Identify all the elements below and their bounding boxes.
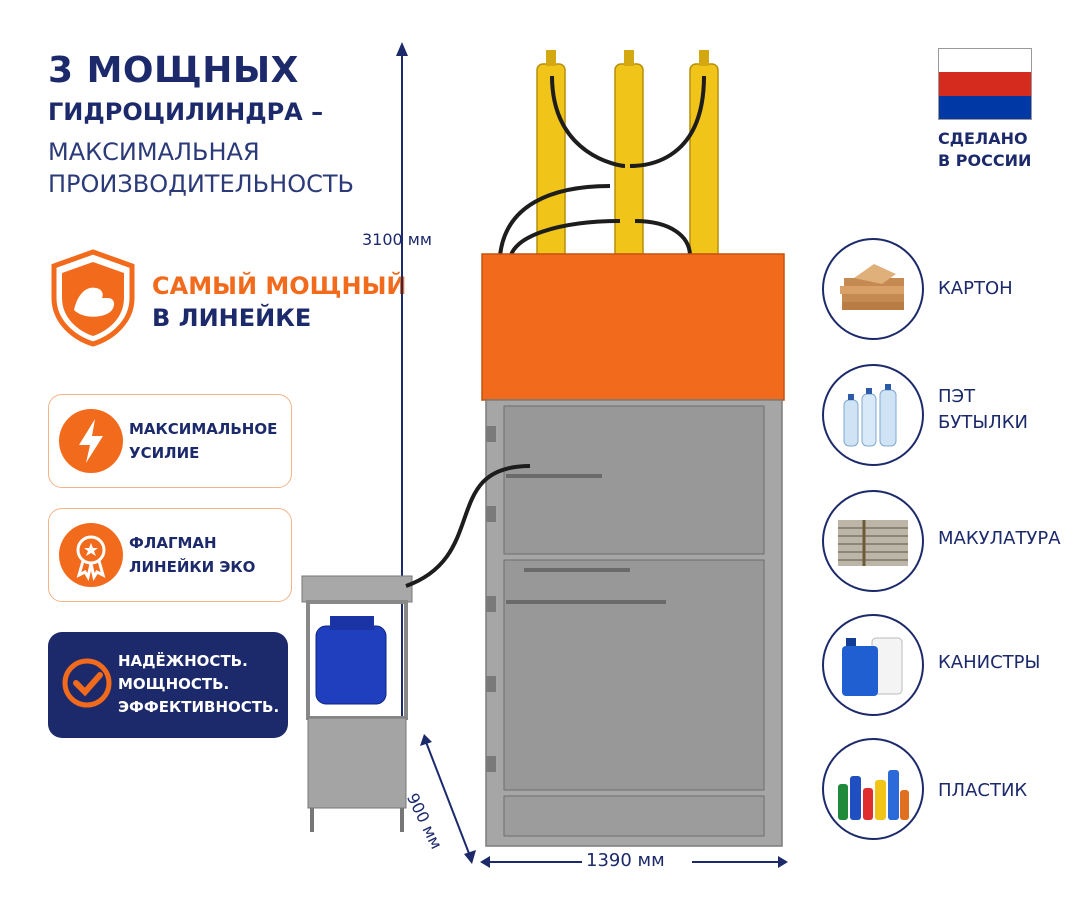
dimension-width: 1390 мм	[586, 850, 665, 871]
made-in-russia: СДЕЛАНО В РОССИИ	[938, 128, 1031, 172]
headline-line4: ПРОИЗВОДИТЕЛЬНОСТЬ	[48, 170, 354, 198]
made-in-line1: СДЕЛАНО	[938, 129, 1028, 148]
highlight-card: НАДЁЖНОСТЬ. МОЩНОСТЬ. ЭФФЕКТИВНОСТЬ.	[48, 632, 288, 738]
feature-card-line1: ФЛАГМАН	[129, 534, 217, 552]
feature-card-flagship: ФЛАГМАН ЛИНЕЙКИ ЭКО	[48, 508, 292, 602]
highlight-line2: МОЩНОСТЬ.	[118, 675, 230, 693]
material-label-waste-paper: МАКУЛАТУРА	[938, 528, 1061, 549]
muscle-shield-icon	[51, 249, 135, 347]
plastic-icon	[822, 738, 924, 840]
material-label-canisters: КАНИСТРЫ	[938, 652, 1041, 673]
waste-paper-icon	[822, 490, 924, 592]
award-medal-icon	[59, 523, 123, 587]
headline-subtitle: МАКСИМАЛЬНАЯ ПРОИЗВОДИТЕЛЬНОСТЬ	[48, 136, 354, 200]
feature-card-line2: УСИЛИЕ	[129, 444, 200, 462]
material-label-pet-line1: ПЭТ	[938, 386, 976, 407]
material-label-cardboard: КАРТОН	[938, 278, 1013, 299]
check-circle-icon	[62, 658, 112, 708]
headline-line2: ГИДРОЦИЛИНДРА –	[48, 98, 324, 126]
feature-card-line2: ЛИНЕЙКИ ЭКО	[129, 558, 256, 576]
feature-card-max-force: МАКСИМАЛЬНОЕ УСИЛИЕ	[48, 394, 292, 488]
highlight-line3: ЭФФЕКТИВНОСТЬ.	[118, 698, 280, 716]
highlight-line1: НАДЁЖНОСТЬ.	[118, 652, 248, 670]
badge-title: САМЫЙ МОЩНЫЙ В ЛИНЕЙКЕ	[152, 270, 407, 334]
badge-line2: В ЛИНЕЙКЕ	[152, 304, 312, 332]
cardboard-icon	[822, 238, 924, 340]
russia-flag-icon	[938, 48, 1032, 120]
badge-line1: САМЫЙ МОЩНЫЙ	[152, 272, 407, 300]
canisters-icon	[822, 614, 924, 716]
baler-machine-image	[301, 42, 788, 874]
pet-bottles-icon	[822, 364, 924, 466]
feature-card-line1: МАКСИМАЛЬНОЕ	[129, 420, 278, 438]
dimension-height: 3100 мм	[362, 230, 432, 249]
material-label-pet: ПЭТ БУТЫЛКИ	[938, 384, 1028, 436]
headline-line3: МАКСИМАЛЬНАЯ	[48, 138, 260, 166]
material-label-plastic: ПЛАСТИК	[938, 780, 1028, 801]
lightning-icon	[59, 409, 123, 473]
material-label-pet-line2: БУТЫЛКИ	[938, 412, 1028, 433]
made-in-line2: В РОССИИ	[938, 151, 1032, 170]
headline-line1: 3 МОЩНЫХ	[48, 50, 299, 91]
